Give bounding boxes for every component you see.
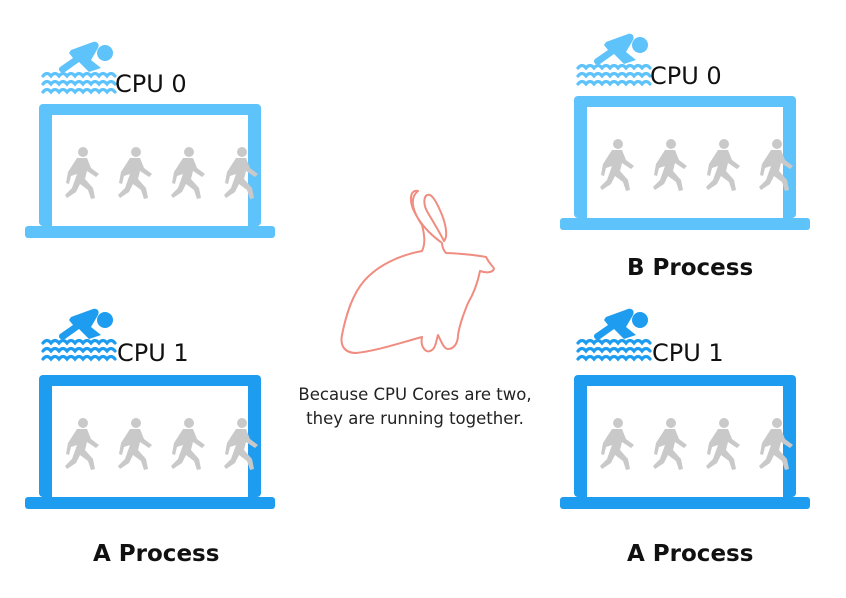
running-person-icon bbox=[118, 418, 152, 470]
laptop-icon bbox=[25, 104, 275, 238]
cpu-label: CPU 0 bbox=[115, 70, 187, 98]
running-person-icon bbox=[224, 147, 258, 199]
cpu-label: CPU 1 bbox=[117, 339, 189, 367]
running-person-icon bbox=[224, 418, 258, 470]
running-person-icon bbox=[65, 147, 99, 199]
cpu1-unit-left: CPU 1 bbox=[25, 305, 280, 515]
process-label: B Process bbox=[627, 255, 754, 281]
cpu-label: CPU 0 bbox=[650, 62, 722, 90]
swimmer-icon bbox=[576, 308, 652, 362]
running-person-icon bbox=[118, 147, 152, 199]
laptop-icon bbox=[560, 96, 810, 230]
swimmer-icon bbox=[576, 33, 652, 87]
swimmer-icon bbox=[41, 308, 117, 362]
running-person-icon bbox=[653, 418, 687, 470]
rabbit-icon bbox=[340, 189, 495, 354]
cpu0-unit-right: CPU 0 bbox=[560, 30, 815, 240]
running-person-icon bbox=[171, 147, 205, 199]
running-person-icon bbox=[706, 139, 740, 191]
cpu0-unit-left: CPU 0 bbox=[25, 38, 280, 248]
running-person-icon bbox=[653, 139, 687, 191]
laptop-icon bbox=[560, 375, 810, 509]
swimmer-icon bbox=[41, 41, 117, 95]
running-person-icon bbox=[65, 418, 99, 470]
caption-line-1: Because CPU Cores are two, bbox=[298, 385, 532, 404]
running-person-icon bbox=[600, 139, 634, 191]
running-person-icon bbox=[706, 418, 740, 470]
running-person-icon bbox=[759, 139, 793, 191]
running-person-icon bbox=[171, 418, 205, 470]
running-person-icon bbox=[759, 418, 793, 470]
cpu-label: CPU 1 bbox=[652, 339, 724, 367]
laptop-icon bbox=[25, 375, 275, 509]
process-label: A Process bbox=[627, 541, 754, 567]
caption: Because CPU Cores are two, they are runn… bbox=[270, 383, 560, 431]
running-person-icon bbox=[600, 418, 634, 470]
process-label: A Process bbox=[93, 541, 220, 567]
cpu1-unit-right: CPU 1 bbox=[560, 305, 815, 515]
caption-line-2: they are running together. bbox=[306, 409, 524, 428]
